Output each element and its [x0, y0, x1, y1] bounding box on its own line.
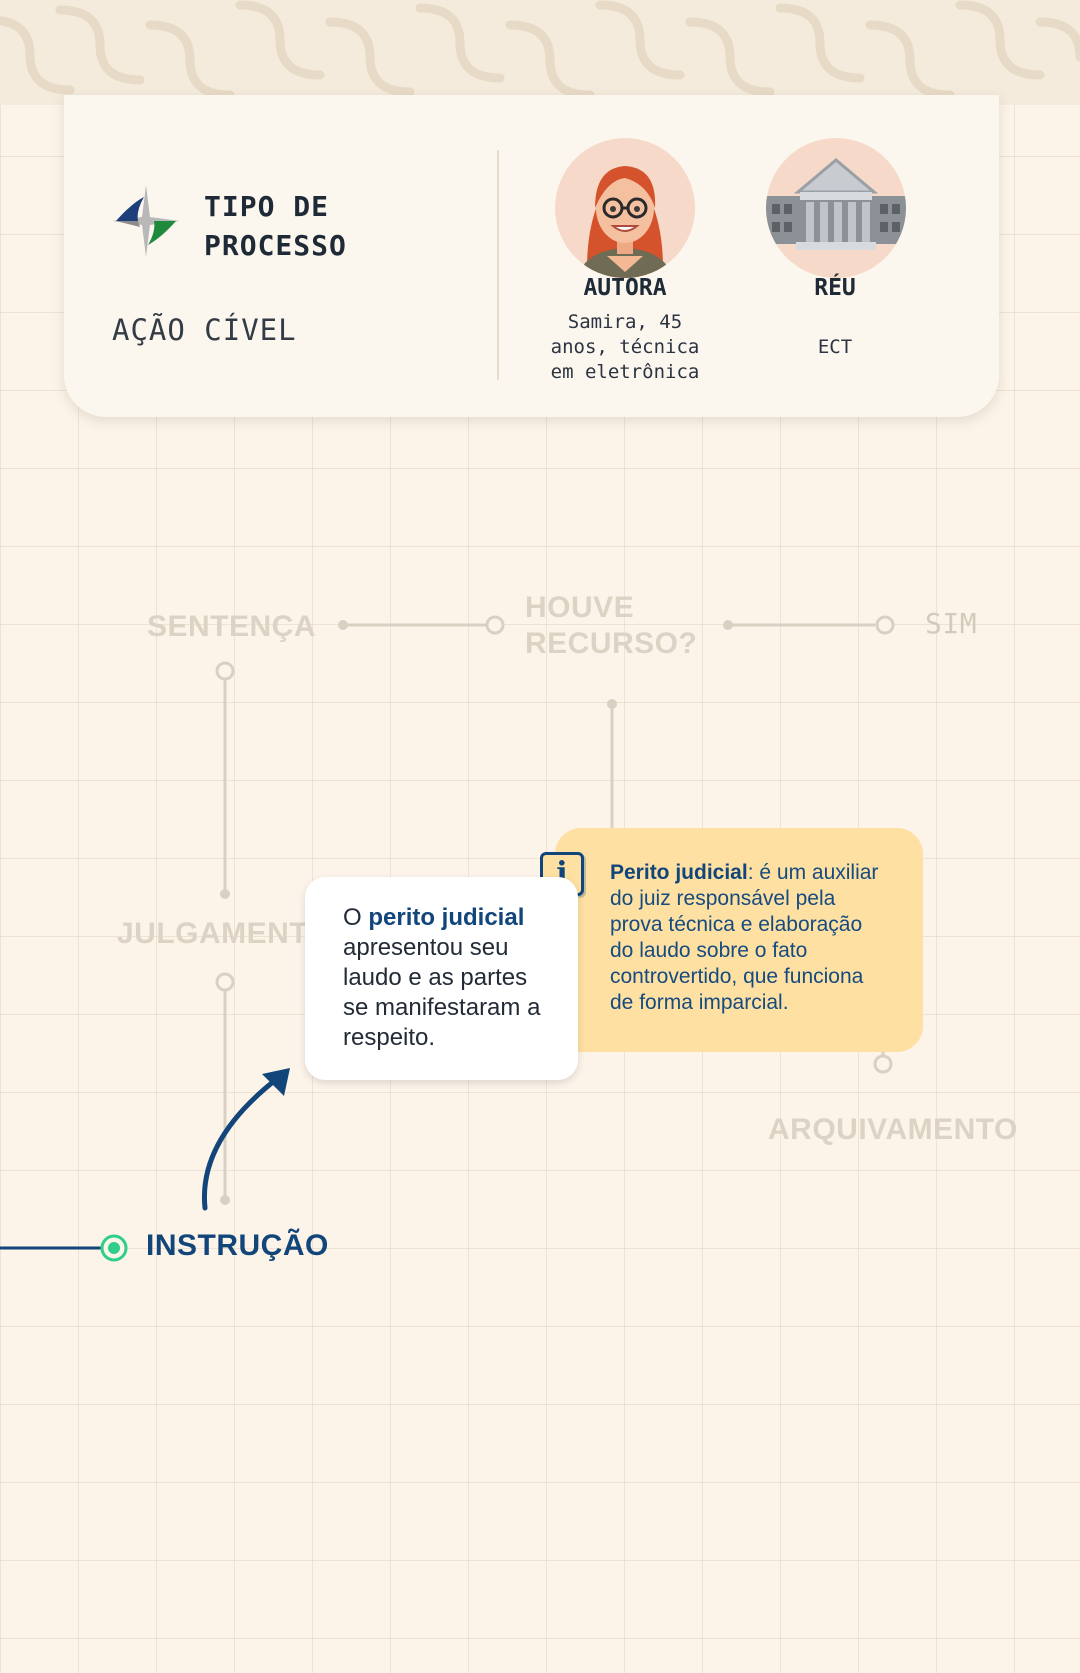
process-type-value: AÇÃO CÍVEL [112, 313, 297, 347]
node-ring [485, 615, 505, 635]
node-ring [215, 661, 235, 681]
stage-sim: SIM [925, 607, 978, 640]
arrow-icon [201, 1075, 281, 1211]
process-type-heading: TIPO DE PROCESSO [204, 190, 347, 262]
defendant-role: RÉU [814, 275, 856, 301]
court-logo-icon [112, 185, 180, 257]
pattern-icon [0, 0, 1080, 100]
node-ring [215, 972, 235, 992]
node-dot [220, 1195, 230, 1205]
decorative-pattern-band [0, 0, 1080, 105]
courthouse-icon [766, 138, 906, 278]
stage-arquivamento: ARQUIVAMENTO [768, 1113, 1018, 1146]
info-term: Perito judicial [610, 861, 748, 884]
defendant-description: ECT [817, 336, 853, 358]
node-ring [873, 1054, 893, 1074]
definition-info-box: Perito judicial: é um auxiliar do juiz r… [555, 828, 923, 1052]
node-ring [875, 615, 895, 635]
plaintiff-role: AUTORA [583, 275, 667, 301]
stage-description-bubble: O perito judicial apresentou seu laudo e… [305, 877, 578, 1080]
stage-houve-recurso: HOUVE RECURSO? [525, 591, 698, 660]
stage-sentenca: SENTENÇA [147, 610, 317, 643]
arrowhead-icon [262, 1068, 290, 1096]
stage-julgamento: JULGAMENTO [117, 917, 332, 950]
node-dot [338, 620, 348, 630]
plaintiff-description: Samira, 45 anos, técnica em eletrônica [550, 311, 700, 383]
stage-instrucao: INSTRUÇÃO [146, 1229, 329, 1262]
node-dot [220, 889, 230, 899]
active-node-dot [108, 1242, 120, 1254]
process-info-card: TIPO DE PROCESSO AÇÃO CÍVEL AUTORA Samir… [64, 95, 999, 417]
node-dot [607, 699, 617, 709]
divider [497, 150, 499, 380]
bubble-highlight: perito judicial [368, 904, 525, 931]
node-dot [723, 620, 733, 630]
woman-avatar-icon [555, 138, 695, 278]
